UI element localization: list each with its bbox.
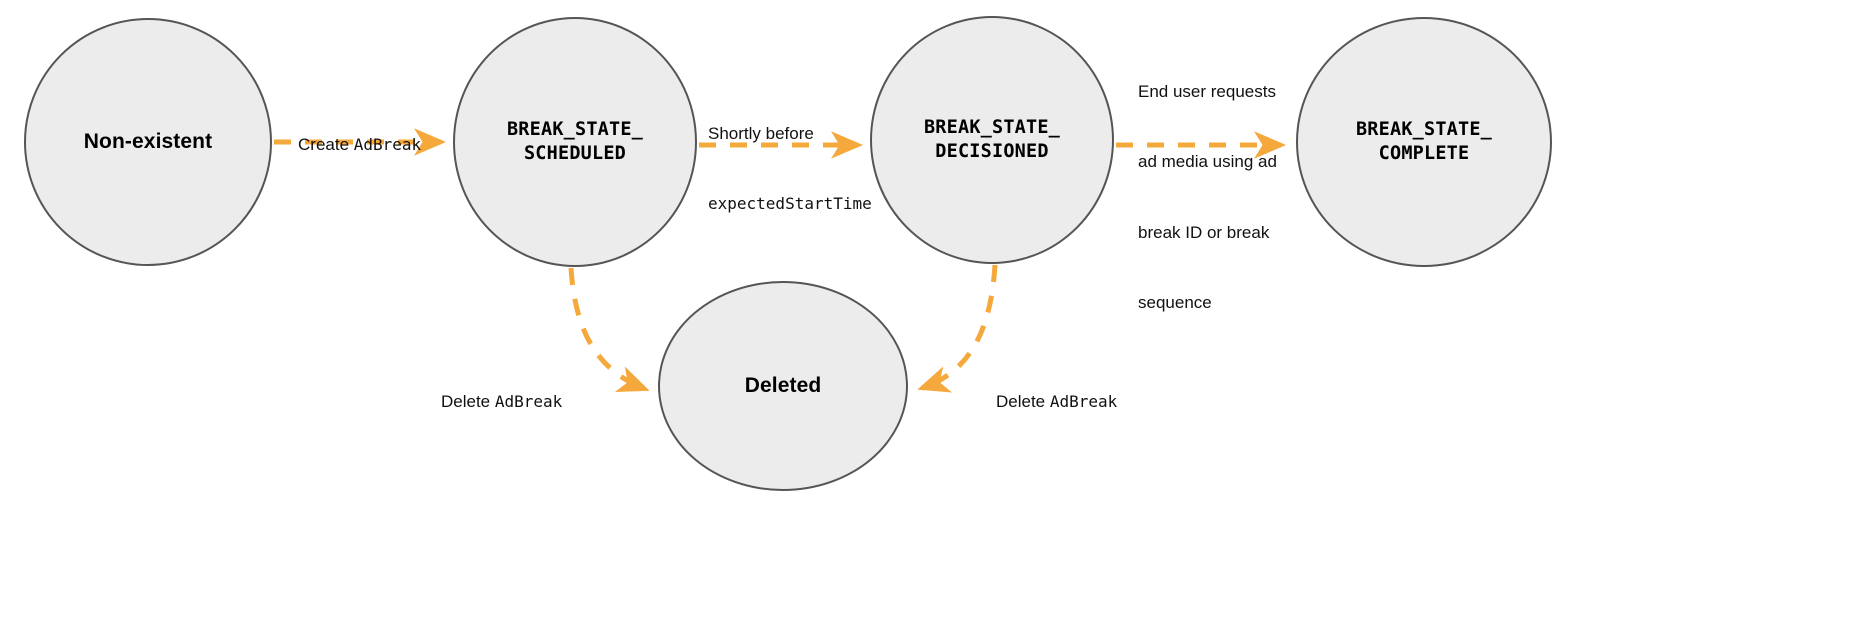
state-node-label-line2: SCHEDULED [523,143,627,164]
edge-delete-adbreak-from-decisioned [917,264,998,393]
state-node-label-line2: DECISIONED [935,141,1049,162]
edge-label-code: expectedStartTime [708,194,872,214]
state-node-break-state-decisioned[interactable]: BREAK_STATE_ DECISIONED [870,16,1114,264]
edge-label-end-user-requests-ad-media: End user requests ad media using ad brea… [1138,33,1277,361]
edge-label-text: Delete [441,391,495,411]
state-node-label-line2: COMPLETE [1378,143,1470,164]
edge-label-create-adbreak: Create AdBreak [298,86,421,203]
state-node-label-group: BREAK_STATE_ SCHEDULED [507,118,643,167]
edge-label-code: AdBreak [494,391,563,411]
edge-label-text: sequence [1138,292,1212,312]
state-node-label-line1: BREAK_STATE_ [506,118,644,140]
state-node-label-line1: BREAK_STATE_ [923,116,1061,138]
edge-label-text: break ID or break [1138,222,1270,242]
edge-label-text: Create [298,134,354,154]
edge-label-shortly-before-expectedstarttime: Shortly before expectedStartTime [708,75,872,263]
state-node-break-state-complete[interactable]: BREAK_STATE_ COMPLETE [1296,17,1552,267]
state-node-deleted[interactable]: Deleted [658,281,908,491]
edge-label-delete-adbreak-from-decisioned: Delete AdBreak [996,343,1117,460]
state-node-label-line1: BREAK_STATE_ [1355,118,1493,140]
state-node-label-group: BREAK_STATE_ COMPLETE [1356,118,1492,167]
edge-delete-adbreak-from-scheduled [568,267,650,393]
edge-label-code: AdBreak [353,134,422,154]
edge-label-text: End user requests [1138,81,1276,101]
edge-label-delete-adbreak-from-scheduled: Delete AdBreak [441,343,562,460]
edge-label-code: AdBreak [1049,391,1118,411]
edge-label-text: Delete [996,391,1050,411]
state-node-non-existent[interactable]: Non-existent [24,18,272,266]
state-node-break-state-scheduled[interactable]: BREAK_STATE_ SCHEDULED [453,17,697,267]
edge-label-text: ad media using ad [1138,152,1277,172]
state-node-label-group: BREAK_STATE_ DECISIONED [924,116,1060,165]
edge-label-text: Shortly before [708,123,814,143]
state-node-label: Deleted [744,374,822,398]
state-node-label: Non-existent [83,130,213,154]
